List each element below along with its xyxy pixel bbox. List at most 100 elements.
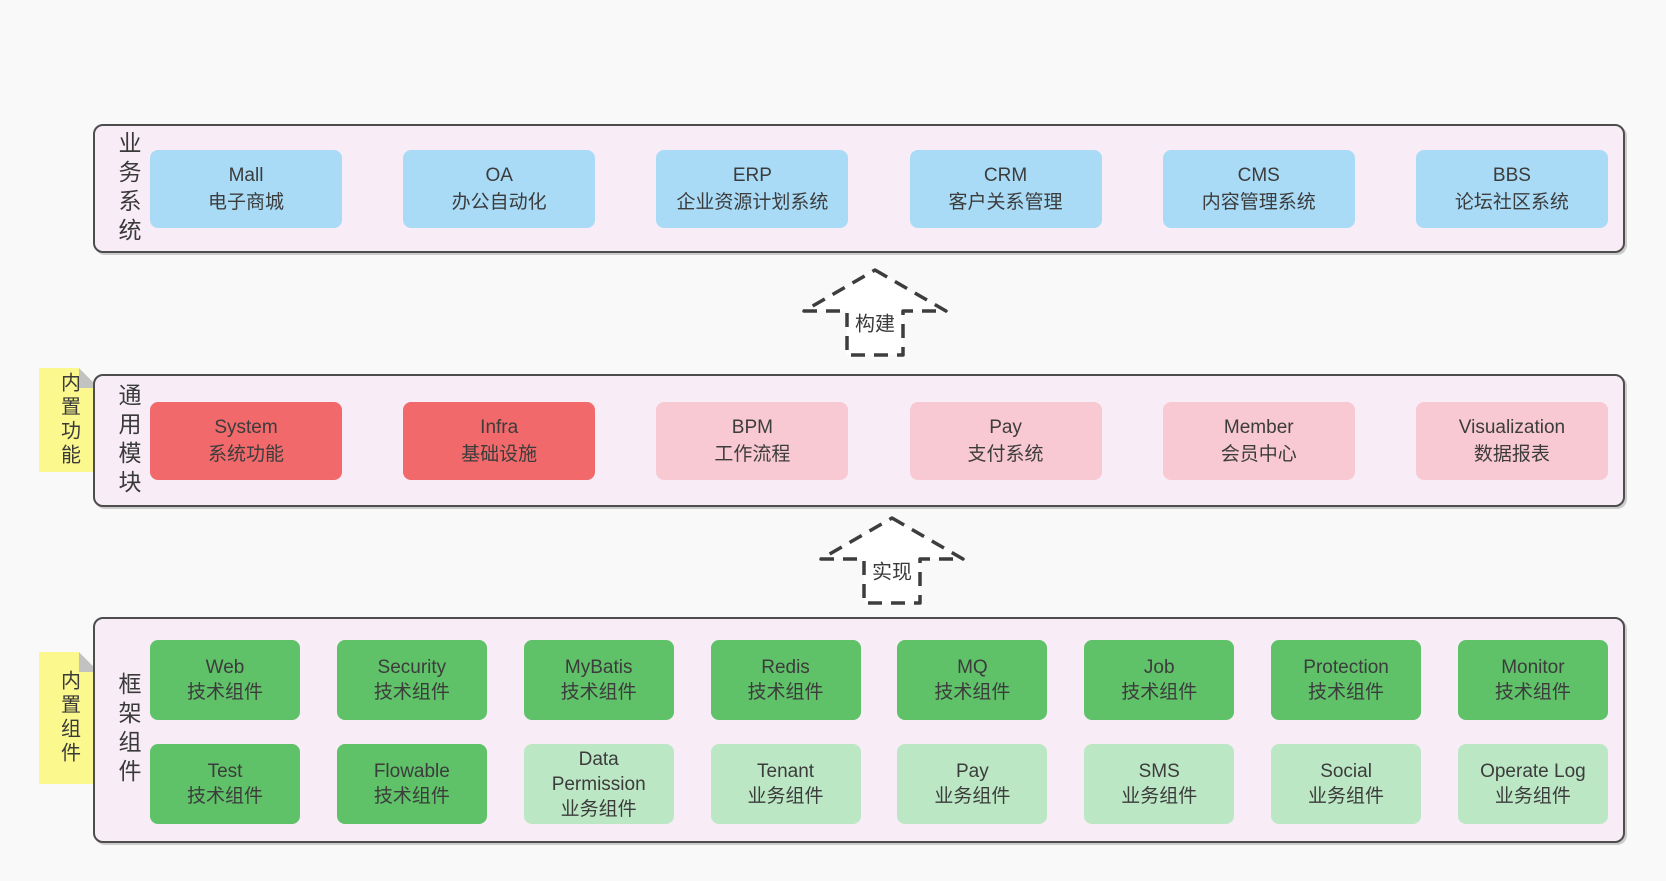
box-title: Tenant — [757, 761, 815, 782]
box-subtitle: 工作流程 — [714, 443, 791, 465]
box-title: Social — [1320, 761, 1372, 782]
box-subtitle: 会员中心 — [1220, 443, 1297, 465]
box-title: Monitor — [1501, 657, 1565, 678]
box-pay-component: Pay 业务组件 — [897, 744, 1048, 824]
implement-arrow-label: 实现 — [869, 554, 915, 586]
box-cms: CMS 内容管理系统 — [1162, 149, 1355, 228]
panel-business-systems-title: 业务系统 — [115, 130, 141, 247]
build-arrow: 构建 — [800, 266, 950, 358]
box-job: Job 技术组件 — [1084, 640, 1235, 720]
box-title: MQ — [957, 657, 988, 678]
box-mybatis: MyBatis 技术组件 — [523, 640, 674, 720]
common-modules-row: System 系统功能 Infra 基础设施 BPM 工作流程 Pay 支付系统… — [150, 401, 1608, 480]
box-web: Web 技术组件 — [150, 640, 300, 720]
box-title: Web — [205, 657, 245, 678]
panel-framework-components: 框架组件 Web 技术组件 Security 技术组件 MyBatis 技术组件… — [93, 617, 1625, 843]
box-title: MyBatis — [564, 657, 633, 678]
box-subtitle: 业务组件 — [1494, 786, 1571, 807]
box-title: BPM — [731, 416, 773, 438]
implement-arrow: 实现 — [817, 514, 967, 606]
panel-common-modules-title: 通用模块 — [115, 382, 141, 499]
box-pay: Pay 支付系统 — [909, 401, 1102, 480]
box-tenant: Tenant 业务组件 — [710, 744, 861, 824]
box-monitor: Monitor 技术组件 — [1457, 640, 1608, 720]
box-subtitle: 支付系统 — [967, 443, 1044, 465]
build-arrow-label: 构建 — [852, 306, 898, 338]
box-subtitle: 数据报表 — [1473, 443, 1550, 465]
box-redis: Redis 技术组件 — [710, 640, 861, 720]
box-subtitle: 业务组件 — [1121, 786, 1198, 807]
box-infra: Infra 基础设施 — [403, 401, 596, 480]
box-security: Security 技术组件 — [336, 640, 487, 720]
panel-framework-components-title: 框架组件 — [115, 672, 141, 788]
box-title: Pay — [989, 416, 1022, 438]
box-title: OA — [485, 164, 513, 186]
sticky-note-label: 内置组件 — [57, 670, 80, 766]
box-title: Mall — [228, 164, 264, 186]
box-title: System — [214, 416, 278, 438]
sticky-note-label: 内置功能 — [57, 372, 80, 468]
box-subtitle: 系统功能 — [207, 443, 284, 465]
box-subtitle: 技术组件 — [1308, 682, 1385, 703]
box-bbs: BBS 论坛社区系统 — [1415, 149, 1608, 228]
box-subtitle: 电子商城 — [207, 191, 284, 213]
sticky-note-builtin-features: 内置功能 — [39, 368, 99, 472]
sticky-note-builtin-components: 内置组件 — [39, 652, 99, 784]
box-mall: Mall 电子商城 — [150, 149, 342, 228]
box-subtitle: 办公自动化 — [451, 191, 547, 213]
box-subtitle: 技术组件 — [1494, 682, 1571, 703]
box-subtitle: 企业资源计划系统 — [676, 191, 829, 213]
box-title: CMS — [1237, 164, 1280, 186]
box-protection: Protection 技术组件 — [1271, 640, 1422, 720]
box-subtitle: 技术组件 — [373, 786, 450, 807]
box-system: System 系统功能 — [150, 401, 342, 480]
box-mq: MQ 技术组件 — [897, 640, 1048, 720]
box-data-permission: Data Permission 业务组件 — [523, 744, 674, 824]
box-title: CRM — [983, 164, 1028, 186]
box-title: BBS — [1492, 164, 1531, 186]
box-subtitle: 业务组件 — [934, 786, 1011, 807]
box-member: Member 会员中心 — [1162, 401, 1355, 480]
box-title: Data Permission — [551, 748, 646, 795]
box-title: Redis — [761, 657, 810, 678]
box-subtitle: 业务组件 — [747, 786, 824, 807]
box-oa: OA 办公自动化 — [403, 149, 596, 228]
box-subtitle: 技术组件 — [934, 682, 1011, 703]
box-title: Security — [377, 657, 447, 678]
box-title: Operate Log — [1480, 761, 1586, 782]
box-title: Infra — [480, 416, 519, 438]
box-subtitle: 基础设施 — [461, 443, 538, 465]
box-subtitle: 业务组件 — [1308, 786, 1385, 807]
box-title: Visualization — [1458, 416, 1566, 438]
framework-components-row-1: Web 技术组件 Security 技术组件 MyBatis 技术组件 Redi… — [150, 640, 1608, 720]
box-crm: CRM 客户关系管理 — [909, 149, 1102, 228]
box-erp: ERP 企业资源计划系统 — [656, 149, 849, 228]
box-subtitle: 技术组件 — [560, 682, 637, 703]
box-subtitle: 技术组件 — [1121, 682, 1198, 703]
panel-common-modules: 通用模块 System 系统功能 Infra 基础设施 BPM 工作流程 Pay… — [93, 374, 1625, 507]
box-title: SMS — [1138, 761, 1180, 782]
box-title: Job — [1143, 657, 1175, 678]
box-operate-log: Operate Log 业务组件 — [1457, 744, 1608, 824]
box-title: Pay — [956, 761, 989, 782]
box-subtitle: 业务组件 — [560, 798, 637, 820]
box-test: Test 技术组件 — [150, 744, 300, 824]
box-subtitle: 技术组件 — [373, 682, 450, 703]
box-social: Social 业务组件 — [1271, 744, 1422, 824]
box-title: Member — [1223, 416, 1294, 438]
box-subtitle: 客户关系管理 — [948, 191, 1063, 213]
panel-business-systems: 业务系统 Mall 电子商城 OA 办公自动化 ERP 企业资源计划系统 CRM… — [93, 124, 1625, 253]
box-bpm: BPM 工作流程 — [656, 401, 849, 480]
box-title: Test — [207, 761, 243, 782]
business-systems-row: Mall 电子商城 OA 办公自动化 ERP 企业资源计划系统 CRM 客户关系… — [150, 149, 1608, 228]
box-title: ERP — [732, 164, 772, 186]
box-subtitle: 内容管理系统 — [1201, 191, 1316, 213]
framework-components-row-2: Test 技术组件 Flowable 技术组件 Data Permission … — [150, 744, 1608, 824]
box-subtitle: 技术组件 — [186, 786, 263, 807]
box-sms: SMS 业务组件 — [1084, 744, 1235, 824]
box-title: Flowable — [373, 761, 450, 782]
box-title: Protection — [1303, 657, 1389, 678]
box-subtitle: 技术组件 — [186, 682, 263, 703]
box-flowable: Flowable 技术组件 — [336, 744, 487, 824]
